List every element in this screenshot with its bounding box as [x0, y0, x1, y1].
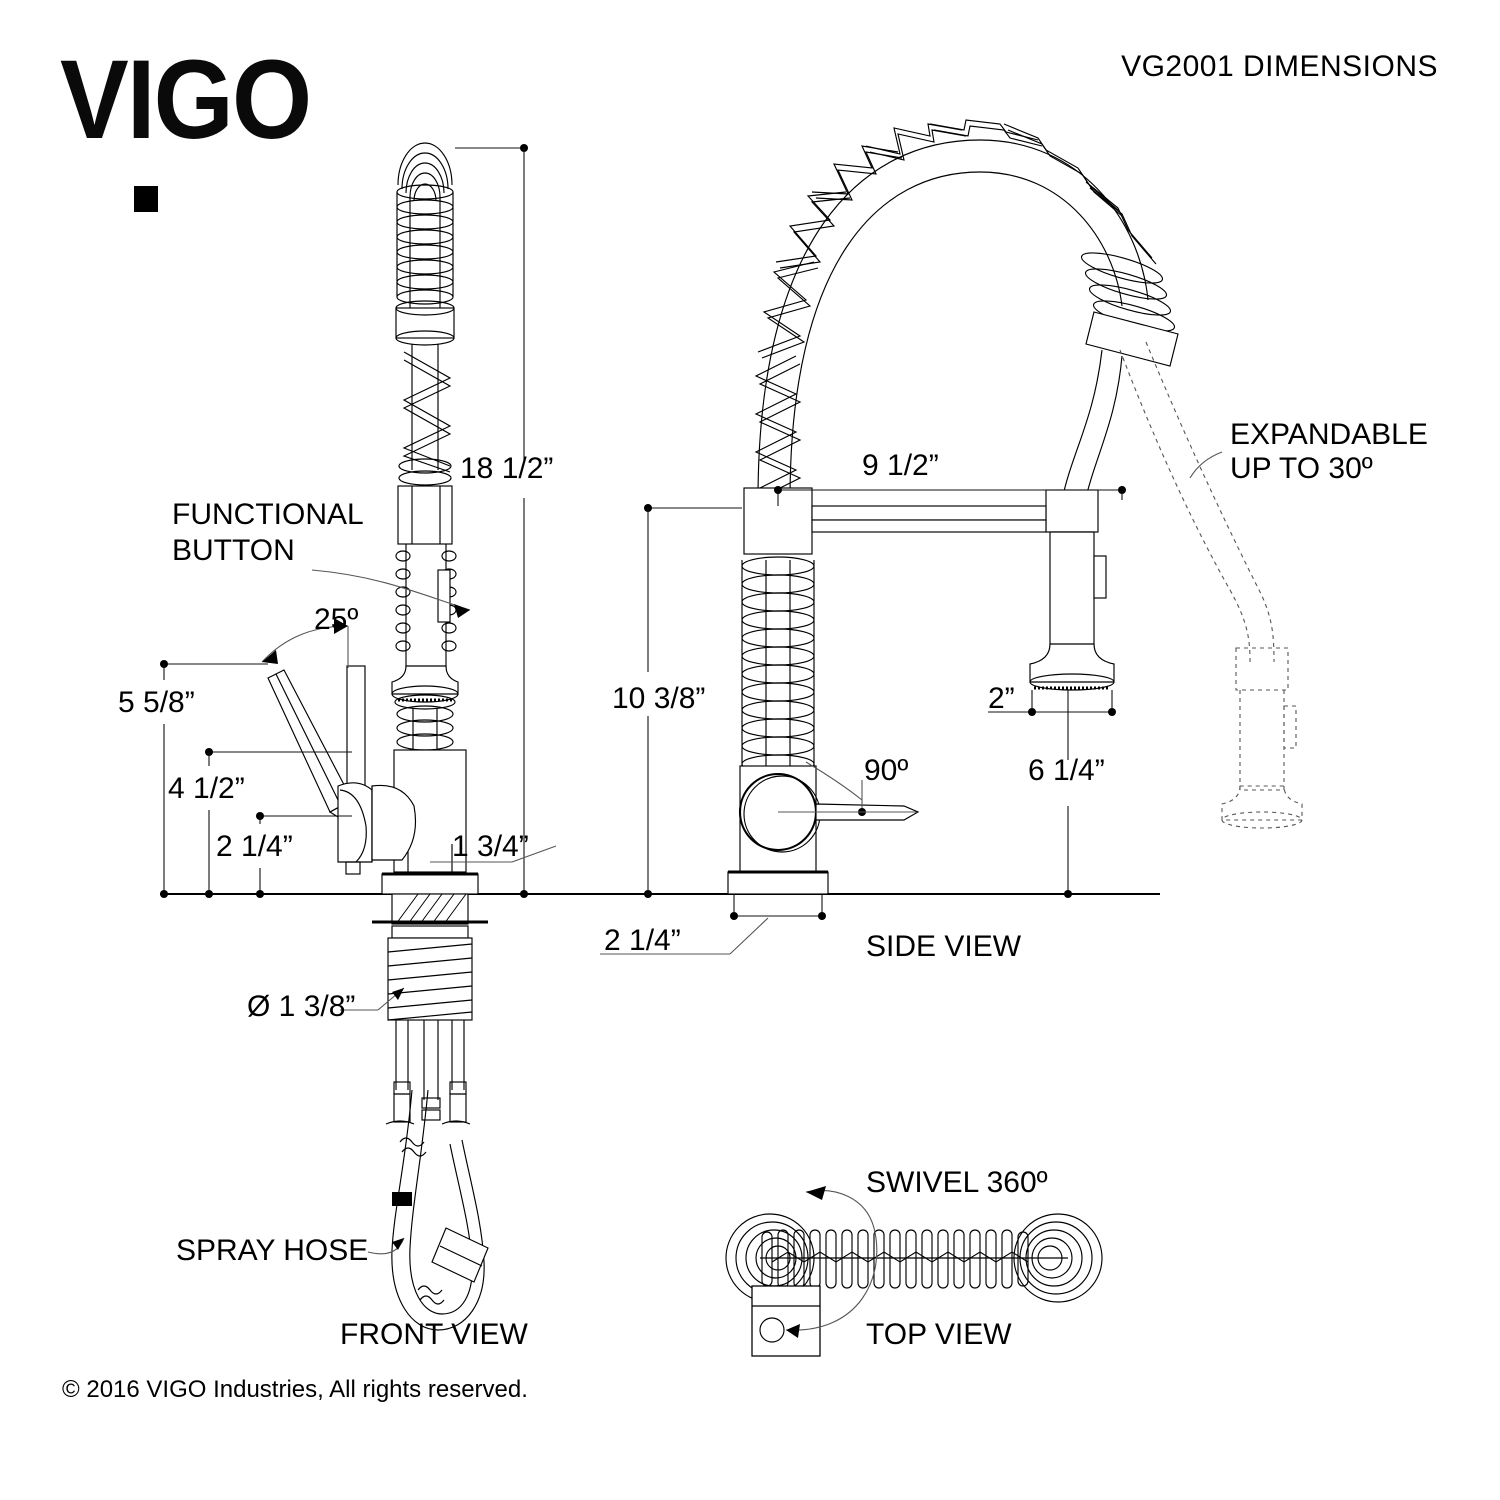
front-supply-coil [387, 937, 473, 1021]
front-spray-body [391, 485, 459, 710]
front-dimensions: 18 1/2” 5 5/8” 4 1/2” 2 1/4” 1 3/4” 25º [118, 144, 557, 1351]
dim-handle-angle: 25º [314, 603, 358, 636]
front-neck-spring [396, 705, 454, 752]
note-functional-button-line1: FUNCTIONAL [172, 498, 364, 531]
dim-spout-height: 10 3/8” [612, 682, 705, 715]
dim-spray-head-height: 6 1/4” [1028, 754, 1105, 787]
side-head-block [1085, 311, 1179, 367]
front-spray-hose [391, 1089, 489, 1331]
dim-base-dia: 2 1/4” [604, 924, 681, 957]
dim-handle-height: 2 1/4” [216, 830, 293, 863]
side-view-drawing [727, 119, 1303, 895]
logo-dot-icon [134, 186, 158, 212]
note-functional-button-line2: BUTTON [172, 534, 295, 567]
swivel-arrow-icon [785, 1186, 878, 1338]
dim-spout-to-handle: 4 1/2” [168, 772, 245, 805]
side-spray-head [1029, 489, 1115, 691]
vigo-logo-text: VIGO [60, 37, 312, 162]
label-side-view: SIDE VIEW [866, 930, 1022, 963]
dim-hose-diameter: Ø 1 3/8” [247, 990, 355, 1023]
side-expanded-position [1119, 341, 1303, 829]
front-spray-head-coil [396, 142, 454, 310]
side-spring-arc [754, 119, 1176, 501]
front-handle-assembly [267, 665, 417, 875]
dim-body-width: 1 3/4” [452, 830, 529, 863]
dim-spray-head-dia: 2” [988, 682, 1015, 715]
dim-handle-clearance: 5 5/8” [118, 686, 195, 719]
note-expandable-line1: EXPANDABLE [1230, 418, 1428, 451]
label-top-view: TOP VIEW [866, 1318, 1012, 1351]
vigo-logo: VIGO [60, 44, 332, 156]
front-expanded-spring [398, 344, 452, 486]
top-base-block [751, 1285, 821, 1357]
top-view-labels: SWIVEL 360º TOP VIEW [866, 1166, 1048, 1351]
top-coil-body [760, 1229, 1068, 1289]
side-spout-arm [811, 505, 1047, 533]
side-spring-column [741, 487, 815, 790]
front-view-drawing [267, 142, 489, 1331]
note-swivel: SWIVEL 360º [866, 1166, 1048, 1199]
functional-button-part [437, 569, 451, 623]
dim-lever-angle: 90º [864, 754, 908, 787]
front-upper-collar [395, 300, 455, 346]
note-expandable-line2: UP TO 30º [1230, 452, 1373, 485]
page-title: VG2001 DIMENSIONS [1121, 50, 1438, 83]
label-front-view: FRONT VIEW [340, 1318, 528, 1351]
top-view-drawing [725, 1186, 1103, 1357]
copyright-notice: © 2016 VIGO Industries, All rights reser… [62, 1376, 528, 1403]
front-supply-lines [385, 1020, 471, 1125]
dim-overall-height: 18 1/2” [460, 452, 553, 485]
front-mounting-deck [372, 872, 488, 939]
note-spray-hose: SPRAY HOSE [176, 1234, 368, 1267]
dim-reach: 9 1/2” [862, 449, 939, 482]
side-dimensions: 9 1/2” 10 3/8” 90º 2” 6 1/4” 2 [600, 418, 1428, 963]
